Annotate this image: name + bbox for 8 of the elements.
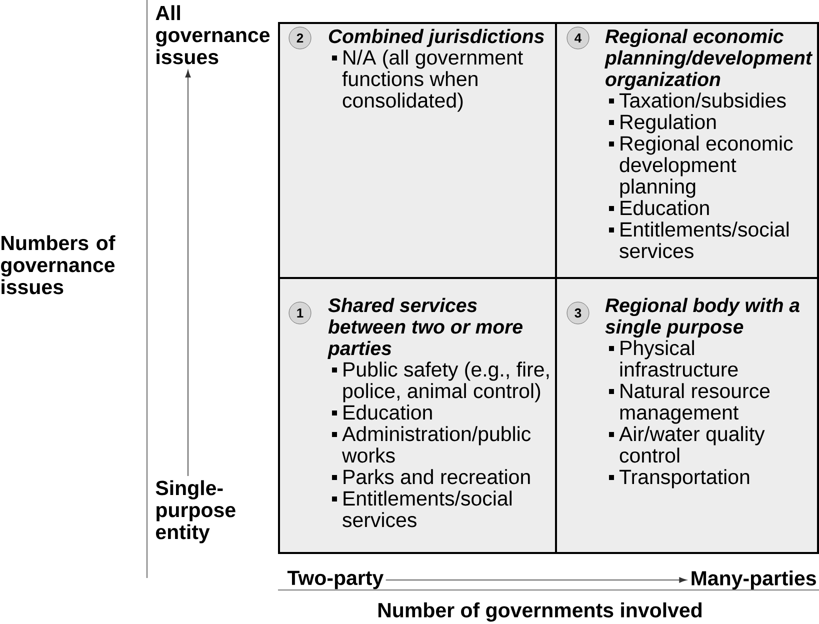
axis-label: Many-parties bbox=[692, 570, 816, 590]
arrow bbox=[385, 577, 687, 583]
axis-label: Single-purpose entity bbox=[156, 480, 236, 544]
axis-label: Two-party bbox=[287, 570, 384, 590]
axis-label: All governance issues bbox=[156, 5, 270, 64]
arrow bbox=[185, 70, 191, 476]
axis-title: Numbers of governance issues bbox=[1, 235, 116, 294]
axis-title: Number of governments involved bbox=[378, 602, 702, 622]
